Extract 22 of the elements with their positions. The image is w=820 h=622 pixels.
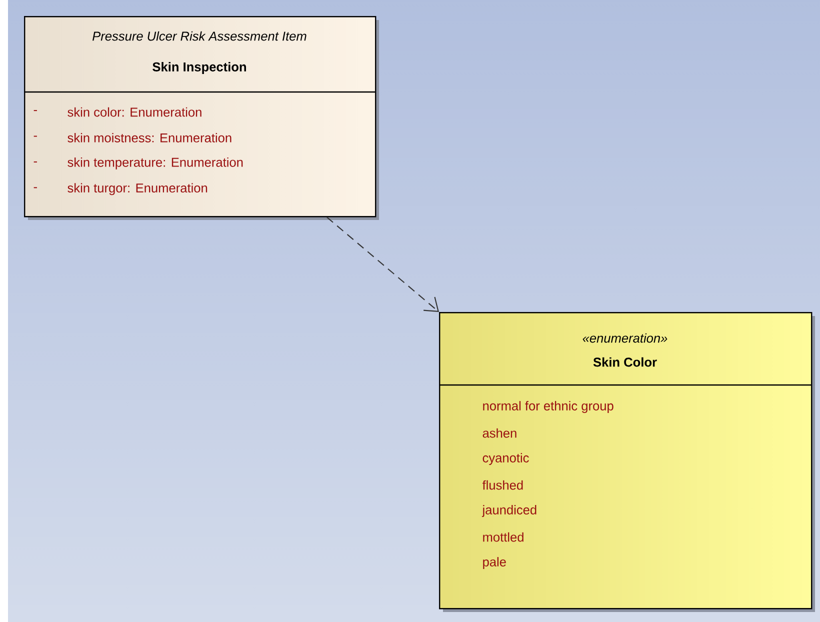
visibility-marker: -	[34, 187, 37, 188]
attribute-text: skin temperature: Enumeration	[68, 157, 243, 170]
enum-literal: mottled	[483, 532, 524, 542]
enum-literal: cyanotic	[482, 453, 529, 465]
visibility-marker: -	[34, 110, 37, 112]
enum-literal: jaundiced	[482, 505, 536, 517]
enum-literal: normal for ethnic group	[483, 401, 614, 413]
visibility-marker: -	[34, 161, 37, 162]
enum-literal: ashen	[482, 428, 516, 438]
enum-literal: pale	[483, 557, 506, 569]
attribute-text: skin turgor: Enumeration	[68, 183, 208, 196]
attribute-text: skin moistness: Enumeration	[68, 133, 232, 142]
class-name: Skin Color	[593, 357, 657, 367]
class-box	[439, 312, 815, 612]
enum-literal: flushed	[482, 480, 523, 490]
class-stereotype: «enumeration»	[582, 333, 668, 343]
dependency-arrow	[326, 216, 439, 312]
attribute-text: skin color: Enumeration	[68, 107, 202, 117]
visibility-marker: -	[34, 136, 37, 137]
class-stereotype: Pressure Ulcer Risk Assessment Item	[92, 31, 306, 41]
class-box	[24, 16, 379, 220]
class-name: Skin Inspection	[152, 62, 246, 74]
